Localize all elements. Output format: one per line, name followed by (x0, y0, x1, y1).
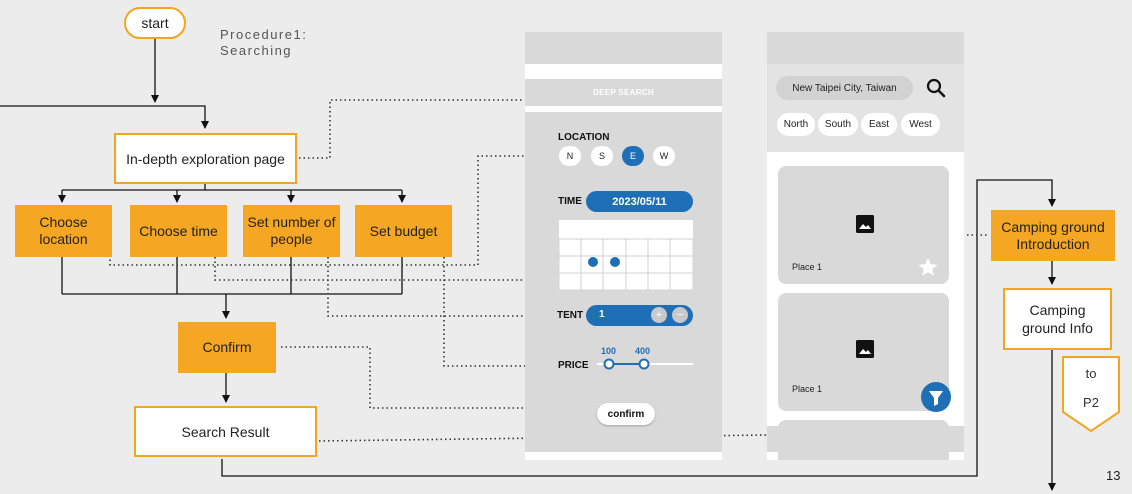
region-north-button[interactable]: North (777, 113, 815, 136)
choose-location-node: Choose location (15, 205, 112, 257)
direction-w-button[interactable]: W (653, 146, 675, 166)
results-screen: New Taipei City, Taiwan North South East… (767, 32, 964, 460)
region-east-button[interactable]: East (861, 113, 897, 136)
place-card[interactable]: Place 1 (778, 293, 949, 411)
tent-stepper: 1 + − (586, 305, 693, 326)
deep-search-header: DEEP SEARCH (525, 79, 722, 106)
location-label: LOCATION (558, 132, 610, 143)
set-people-line1: Set number of (247, 214, 336, 230)
deep-search-title: DEEP SEARCH (593, 88, 654, 97)
exploration-page-label: In-depth exploration page (126, 150, 285, 167)
choose-time-label: Choose time (139, 222, 218, 239)
search-icon[interactable] (925, 77, 947, 99)
search-panel: New Taipei City, Taiwan North South East… (767, 64, 964, 152)
direction-n-button[interactable]: N (559, 146, 581, 166)
image-icon (856, 340, 874, 358)
camping-info-node: Camping ground Info (1003, 288, 1112, 350)
choose-time-node: Choose time (130, 205, 227, 257)
to-page-tag: to P2 (1062, 356, 1120, 432)
exploration-page-node: In-depth exploration page (114, 133, 297, 184)
tent-label: TENT (557, 310, 584, 321)
star-icon[interactable] (918, 257, 938, 277)
tent-minus-button[interactable]: − (672, 307, 688, 323)
deep-search-screen: DEEP SEARCH LOCATION N S E W TIME 2023/0… (525, 32, 722, 460)
procedure-title-line2: Searching (220, 43, 293, 58)
confirm-button[interactable]: confirm (597, 403, 655, 425)
date-picker[interactable]: 2023/05/11 (586, 191, 693, 212)
procedure-title-line1: Procedure1: (220, 27, 308, 42)
time-label: TIME (558, 196, 582, 207)
set-budget-label: Set budget (369, 222, 438, 239)
start-node: start (124, 7, 186, 39)
to-page-tag-shape (1062, 356, 1120, 432)
place-card[interactable]: Place 1 (778, 166, 949, 284)
camping-info-line2: ground Info (1022, 320, 1093, 336)
confirm-node-label: Confirm (202, 339, 252, 355)
price-label: PRICE (558, 360, 589, 371)
camping-intro-line2: Introduction (1016, 235, 1090, 252)
place-name: Place 1 (792, 384, 823, 394)
status-bar (525, 32, 722, 64)
bottom-bar (767, 426, 964, 452)
start-label: start (141, 15, 169, 31)
region-south-button[interactable]: South (818, 113, 858, 136)
set-people-line2: people (270, 231, 313, 247)
procedure-title: Procedure1: Searching (220, 27, 307, 59)
price-slider[interactable] (597, 356, 695, 372)
search-result-label: Search Result (181, 423, 270, 440)
search-result-node: Search Result (134, 406, 317, 457)
to-label: to (1085, 366, 1097, 381)
camping-intro-node: Camping ground Introduction (991, 210, 1115, 261)
camping-info-line1: Camping (1029, 302, 1086, 318)
confirm-node: Confirm (178, 322, 276, 373)
location-search-input[interactable]: New Taipei City, Taiwan (776, 76, 913, 100)
image-icon (856, 215, 874, 233)
tent-plus-button[interactable]: + (651, 307, 667, 323)
price-min-value: 100 (601, 346, 617, 356)
date-value: 2023/05/11 (612, 195, 667, 208)
set-budget-node: Set budget (355, 205, 452, 257)
calendar-grid[interactable] (559, 220, 693, 290)
place-name: Place 1 (792, 262, 823, 272)
tent-count: 1 (599, 309, 605, 320)
camping-intro-line1: Camping ground (1001, 218, 1105, 235)
filter-icon[interactable] (920, 381, 952, 413)
set-people-node: Set number of people (243, 205, 340, 257)
price-max-value: 400 (635, 346, 651, 356)
choose-location-line2: location (39, 231, 88, 247)
region-west-button[interactable]: West (901, 113, 940, 136)
status-bar (767, 32, 964, 64)
direction-e-button[interactable]: E (622, 146, 644, 166)
page-number: 13 (1106, 468, 1121, 483)
deep-search-panel: LOCATION N S E W TIME 2023/05/11 TENT (525, 112, 722, 452)
choose-location-line1: Choose (39, 214, 88, 230)
to-page-label: P2 (1083, 395, 1099, 410)
location-search-value: New Taipei City, Taiwan (792, 82, 897, 94)
direction-s-button[interactable]: S (591, 146, 613, 166)
confirm-button-label: confirm (607, 408, 645, 420)
